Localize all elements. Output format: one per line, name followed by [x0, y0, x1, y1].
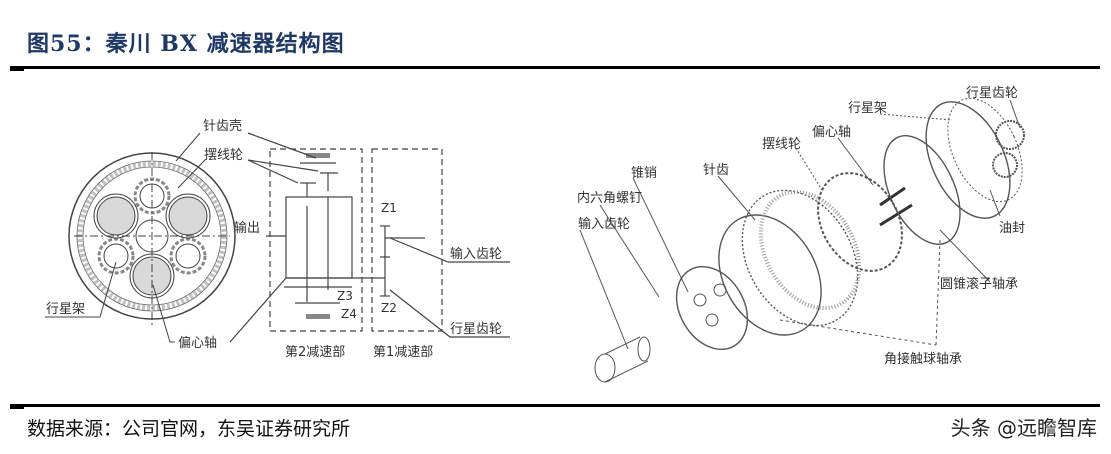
- ev-label-input-gear: 输入齿轮: [578, 216, 630, 232]
- top-divider: [10, 66, 1100, 69]
- label-cycloid-wheel: 摆线轮: [204, 148, 243, 163]
- input-motor-part: [594, 336, 651, 383]
- label-output: 输出: [234, 220, 260, 236]
- ev-label-planet-gear: 行星齿轮: [966, 86, 1018, 101]
- ev-label-tapered-roller-bearing: 圆锥滚子轴承: [940, 276, 1018, 292]
- label-pin-housing: 针齿壳: [203, 119, 242, 134]
- ev-label-cone-pin: 锥销: [631, 166, 657, 181]
- ev-label-planet-carrier: 行星架: [848, 101, 887, 116]
- bearing-right: [169, 237, 207, 275]
- kinematic-schematic: [229, 132, 510, 343]
- ev-label-eccentric-shaft: 偏心轴: [812, 125, 851, 140]
- ev-label-oil-seal: 油封: [999, 221, 1025, 236]
- data-source: 数据来源：公司官网，东吴证券研究所: [27, 418, 351, 440]
- bottom-divider: [10, 404, 1100, 407]
- label-stage2: 第2减速部: [285, 345, 345, 360]
- bearing-left: [97, 237, 135, 275]
- cross-section-diagram: [45, 132, 236, 343]
- label-planet-carrier: 行星架: [46, 302, 85, 317]
- label-input-gear: 输入齿轮: [450, 246, 502, 262]
- ev-label-angular-contact-ball-bearing: 角接触球轴承: [884, 351, 962, 367]
- exploded-view-diagram: [579, 97, 1025, 383]
- ev-label-hex-socket-screw: 内六角螺钉: [577, 190, 642, 206]
- top-divider-stub: [10, 66, 24, 71]
- label-z3: Z3: [337, 289, 353, 303]
- ev-label-cycloid-wheel: 摆线轮: [762, 137, 801, 152]
- ev-label-pin-tooth: 针齿: [703, 163, 729, 178]
- label-z2: Z2: [381, 301, 397, 315]
- label-planet-gear: 行星齿轮: [450, 322, 502, 337]
- bottom-divider-stub: [10, 404, 24, 409]
- label-eccentric-shaft: 偏心轴: [178, 336, 217, 351]
- label-z4: Z4: [341, 307, 357, 321]
- reducer-structure-figure: 针齿壳 摆线轮 输出 行星架 偏心轴 Z: [45, 86, 1025, 383]
- watermark: 头条 @远瞻智库: [950, 416, 1097, 440]
- label-z1: Z1: [381, 201, 397, 215]
- figure-title: 图55：秦川 BX 减速器结构图: [27, 31, 345, 57]
- label-stage1: 第1减速部: [373, 345, 433, 360]
